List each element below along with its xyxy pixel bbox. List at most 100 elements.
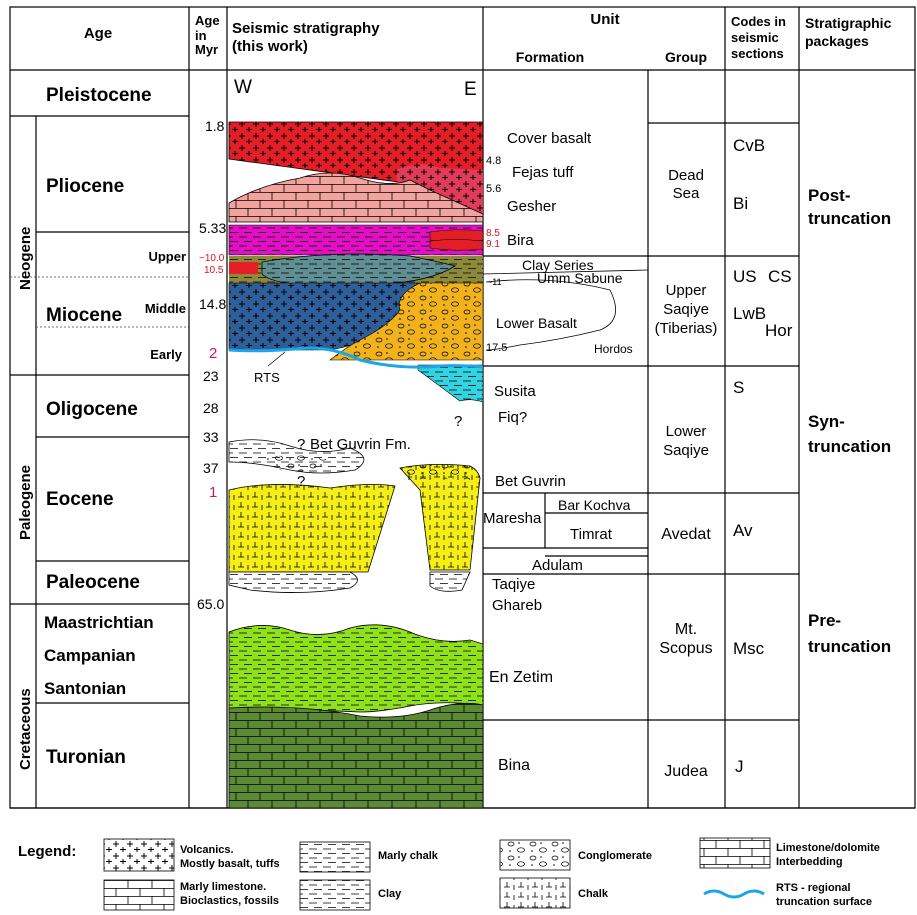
label-q1: ? — [454, 413, 462, 430]
header-unit: Unit — [590, 11, 619, 28]
legend-conglomerate-swatch — [500, 840, 570, 870]
label-bet-guvrin-fm: Bet Guvrin Fm. — [310, 436, 411, 453]
epoch-upper: Upper — [148, 249, 186, 264]
code-cs: CS — [768, 267, 792, 286]
legend-marly-limestone-1: Marly limestone. — [180, 881, 266, 893]
seismic-column — [229, 122, 483, 808]
header-packages-1: Stratigraphic — [805, 15, 892, 31]
legend-clay-swatch — [300, 880, 370, 910]
pkg-pre: Pre- — [808, 611, 841, 630]
header-group: Group — [665, 49, 707, 65]
fm-bina: Bina — [498, 757, 530, 774]
epoch-middle: Middle — [145, 301, 186, 316]
epoch-pleistocene: Pleistocene — [46, 85, 152, 106]
fm-fiq: Fiq? — [498, 409, 527, 426]
era-cretaceous: Cretaceous — [17, 688, 34, 770]
legend-rts-2: truncation surface — [776, 896, 872, 908]
legend-volcanics-swatch — [104, 839, 174, 871]
label-rts: RTS — [254, 370, 280, 385]
legend-limestone-2: Interbedding — [776, 856, 843, 868]
grp-judea: Judea — [664, 763, 708, 780]
code-av: Av — [733, 521, 753, 540]
pkg-post-trunc: truncation — [808, 209, 891, 228]
legend-rts-swatch — [704, 891, 764, 897]
age-10-5: 10.5 — [204, 265, 224, 276]
fm-adulam: Adulam — [532, 557, 583, 574]
legend-chalk-swatch — [500, 878, 570, 908]
legend-marly-limestone-2: Bioclastics, fossils — [180, 895, 279, 907]
label-q2: ? — [297, 436, 305, 453]
fm-bira: Bira — [507, 232, 534, 249]
fm-5-6: 5.6 — [486, 183, 501, 195]
legend-marly-chalk: Marly chalk — [378, 850, 439, 862]
grp-upper: Upper — [666, 282, 707, 299]
code-us: US — [733, 267, 757, 286]
label-west: W — [234, 77, 252, 98]
fm-bet-guvrin: Bet Guvrin — [495, 473, 566, 490]
code-msc: Msc — [733, 639, 765, 658]
header-age: Age — [84, 25, 112, 42]
fm-lower-basalt: Lower Basalt — [496, 315, 577, 331]
legend-volcanics-1: Volcanics. — [180, 844, 234, 856]
legend-marly-limestone-swatch — [104, 880, 174, 910]
fm-11: ~11 — [487, 277, 502, 287]
header-seismic-2: (this work) — [232, 38, 308, 55]
fm-umm-sabune: Umm Sabune — [537, 270, 623, 286]
age-2: 2 — [209, 345, 217, 362]
age-1: 1 — [209, 484, 217, 501]
header-packages-2: packages — [805, 33, 869, 49]
label-east: E — [464, 79, 477, 100]
epoch-pliocene: Pliocene — [46, 176, 124, 197]
age-65: 65.0 — [197, 596, 224, 612]
header-age-myr-2: in — [195, 28, 207, 43]
fm-gesher: Gesher — [507, 198, 556, 215]
fm-8-5: 8.5 — [486, 228, 500, 239]
label-q3: ? — [297, 473, 305, 490]
epoch-oligocene: Oligocene — [46, 399, 138, 420]
age-23: 23 — [203, 368, 219, 384]
pkg-syn-trunc: truncation — [808, 437, 891, 456]
legend-rts-1: RTS - regional — [776, 882, 851, 894]
age-14-8: 14.8 — [199, 296, 226, 312]
code-j: J — [735, 757, 744, 776]
fm-susita: Susita — [494, 383, 536, 400]
fm-maresha: Maresha — [483, 510, 542, 527]
fm-9-1: 9.1 — [486, 239, 500, 250]
header-codes-3: sections — [731, 46, 784, 61]
grp-sea: Sea — [673, 185, 700, 202]
grp-saqiye: Saqiye — [663, 301, 709, 318]
header-seismic-1: Seismic stratigraphy — [232, 20, 380, 37]
code-lwb: LwB — [733, 304, 766, 323]
grp-avedat: Avedat — [661, 526, 711, 543]
code-bi: Bi — [733, 194, 748, 213]
fm-fejas: Fejas tuff — [512, 164, 574, 181]
legend-limestone-1: Limestone/dolomite — [776, 842, 880, 854]
header-codes-2: seismic — [731, 30, 779, 45]
pkg-pre-trunc: truncation — [808, 637, 891, 656]
age-10: ~10.0 — [199, 253, 225, 264]
epoch-eocene: Eocene — [46, 489, 114, 510]
legend-conglomerate: Conglomerate — [578, 850, 652, 862]
grp-tiberias: (Tiberias) — [655, 320, 718, 337]
age-5-33: 5.33 — [199, 220, 226, 236]
fm-hordos: Hordos — [594, 342, 633, 356]
epoch-turonian: Turonian — [46, 747, 126, 768]
age-37: 37 — [203, 460, 219, 476]
age-33: 33 — [203, 429, 219, 445]
era-paleogene: Paleogene — [17, 465, 34, 540]
grp-lower-saqiye: Saqiye — [663, 442, 709, 459]
header-age-myr-1: Age — [195, 13, 220, 28]
header-formation: Formation — [516, 49, 584, 65]
fm-timrat: Timrat — [570, 526, 613, 543]
legend: Legend: Volcanics. Mostly basalt, tuffs … — [18, 838, 880, 910]
epoch-miocene: Miocene — [46, 305, 122, 326]
fm-taqiye: Taqiye — [492, 576, 535, 593]
header-age-myr-3: Myr — [195, 42, 218, 57]
era-neogene: Neogene — [17, 227, 34, 290]
legend-marly-chalk-swatch — [300, 842, 370, 872]
code-s: S — [733, 378, 744, 397]
fm-cover-basalt: Cover basalt — [507, 130, 592, 147]
legend-title: Legend: — [18, 843, 76, 860]
fm-bar-kochva: Bar Kochva — [558, 497, 631, 513]
